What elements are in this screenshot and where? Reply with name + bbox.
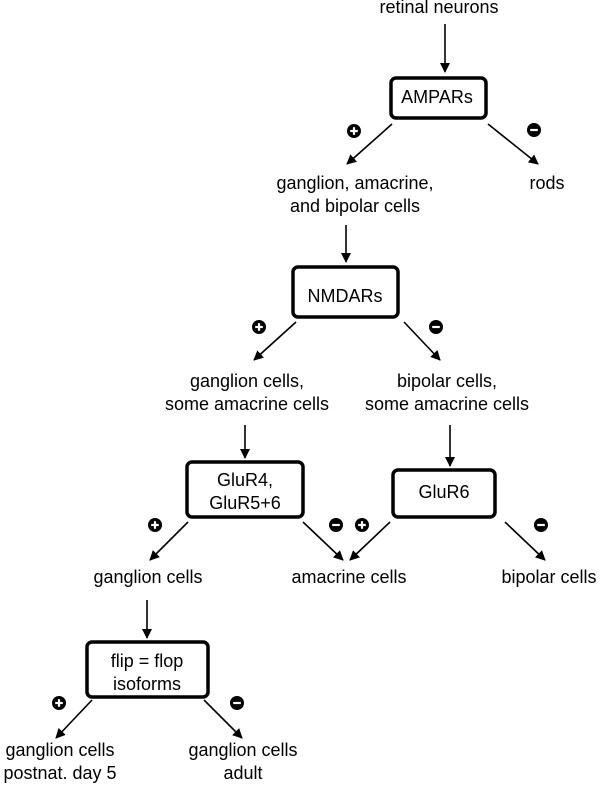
node-amacrine-line: amacrine cells xyxy=(291,567,406,587)
plus-sign-icon xyxy=(347,124,361,138)
minus-sign-icon xyxy=(230,696,244,710)
node-ganglion: ganglion cells xyxy=(93,567,202,587)
minus-sign-icon xyxy=(329,518,343,532)
node-ampars-line: AMPARs xyxy=(401,87,473,107)
node-retinal-line: retinal neurons xyxy=(379,0,498,17)
node-flipflop-line: isoforms xyxy=(113,674,181,694)
node-gsa-line: some amacrine cells xyxy=(165,394,329,414)
node-glur6-line: GluR6 xyxy=(418,482,469,502)
node-ampars: AMPARs xyxy=(401,87,473,107)
box-glur456 xyxy=(185,460,305,519)
node-gc_p5: ganglion cells postnat. day 5 xyxy=(3,740,116,783)
node-flipflop: flip = flop isoforms xyxy=(111,651,184,694)
edge-glur6-to-bipolar xyxy=(504,521,546,561)
node-glur456-line: GluR5+6 xyxy=(209,493,281,513)
minus-sign-icon xyxy=(429,320,443,334)
box-flipflop xyxy=(85,640,210,699)
node-ganglion-line: ganglion cells xyxy=(93,567,202,587)
minus-sign-icon xyxy=(534,518,548,532)
node-nmdars: NMDARs xyxy=(308,286,383,306)
node-glur456: GluR4, GluR5+6 xyxy=(209,470,281,513)
plus-sign-icon xyxy=(52,696,66,710)
node-gc_adult-line: ganglion cells xyxy=(188,740,297,760)
node-bsa-line: some amacrine cells xyxy=(365,394,529,414)
edge-glur6-to-amacrine xyxy=(349,521,391,561)
node-nmdars-line: NMDARs xyxy=(308,286,383,306)
node-gab-line: ganglion, amacrine, xyxy=(276,173,433,193)
edge-nmdars-to-gsa xyxy=(253,321,297,361)
node-gab: ganglion, amacrine, and bipolar cells xyxy=(276,173,433,216)
edges-layer xyxy=(55,24,546,739)
edge-glur456-to-ganglion xyxy=(149,521,189,561)
node-glur6: GluR6 xyxy=(418,482,469,502)
node-amacrine: amacrine cells xyxy=(291,567,406,587)
signs-layer xyxy=(52,123,548,710)
node-gc_adult-line: adult xyxy=(223,763,262,783)
node-bipolar-line: bipolar cells xyxy=(501,567,596,587)
boxes-layer xyxy=(85,76,497,699)
node-rods: rods xyxy=(529,173,564,193)
edge-flipflop-to-gc_adult xyxy=(203,699,243,739)
edge-ampars-to-gab xyxy=(346,123,393,165)
edge-flipflop-to-gc_p5 xyxy=(55,699,93,739)
node-bsa: bipolar cells, some amacrine cells xyxy=(365,371,529,414)
node-gab-line: and bipolar cells xyxy=(290,196,420,216)
node-bipolar: bipolar cells xyxy=(501,567,596,587)
edge-nmdars-to-bsa xyxy=(403,321,441,361)
node-gsa-line: ganglion cells, xyxy=(190,371,304,391)
plus-sign-icon xyxy=(148,518,162,532)
node-retinal: retinal neurons xyxy=(379,0,498,17)
edge-ampars-to-rods xyxy=(487,123,539,165)
box-nmdars xyxy=(291,265,400,319)
box-ampars xyxy=(389,76,488,120)
node-glur456-line: GluR4, xyxy=(217,470,273,490)
minus-sign-icon xyxy=(527,123,541,137)
node-gsa: ganglion cells, some amacrine cells xyxy=(165,371,329,414)
edge-glur456-to-amacrine xyxy=(302,521,344,561)
node-flipflop-line: flip = flop xyxy=(111,651,184,671)
plus-sign-icon xyxy=(355,518,369,532)
node-rods-line: rods xyxy=(529,173,564,193)
plus-sign-icon xyxy=(252,320,266,334)
node-bsa-line: bipolar cells, xyxy=(397,371,497,391)
box-glur6 xyxy=(391,468,497,519)
node-gc_p5-line: ganglion cells xyxy=(5,740,114,760)
node-gc_p5-line: postnat. day 5 xyxy=(3,763,116,783)
node-gc_adult: ganglion cells adult xyxy=(188,740,297,783)
